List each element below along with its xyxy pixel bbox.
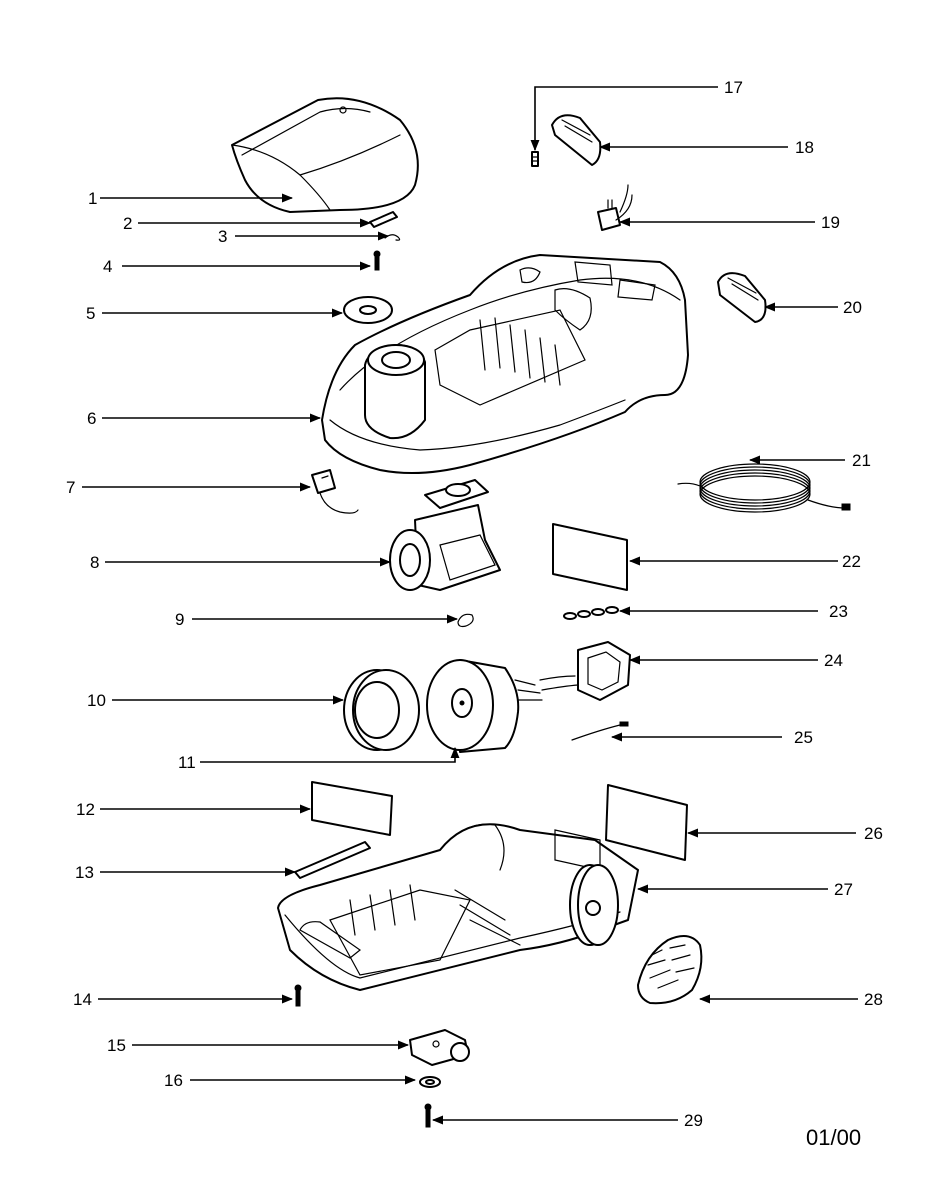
callout-11: 11 (178, 753, 196, 772)
part-29-screw (424, 1103, 432, 1128)
leader-17 (530, 86, 718, 152)
callout-21: 21 (852, 451, 871, 470)
part-23-rings (563, 606, 619, 620)
callout-3: 3 (218, 227, 227, 246)
part-20-button (717, 272, 767, 323)
callout-23: 23 (829, 602, 848, 621)
part-18-button (551, 114, 602, 166)
callout-27: 27 (834, 880, 853, 899)
part-24-seal (577, 641, 631, 701)
callout-17: 17 (724, 78, 743, 97)
part-22-filter-pad (552, 523, 628, 591)
part-15-caster (409, 1029, 470, 1066)
callout-25: 25 (794, 728, 813, 747)
part-28-wheel-cover (637, 935, 703, 1005)
callout-28: 28 (864, 990, 883, 1009)
part-4-screw (373, 250, 381, 271)
part-6-main-housing (321, 254, 689, 475)
callout-4: 4 (103, 257, 112, 276)
callout-19: 19 (821, 213, 840, 232)
callout-labels: 1 2 3 4 5 6 7 8 9 10 11 12 13 14 15 16 1… (66, 78, 883, 1130)
callout-14: 14 (73, 990, 92, 1009)
part-13-strip (294, 841, 371, 879)
part-11-motor (426, 659, 579, 753)
callout-29: 29 (684, 1111, 703, 1130)
callout-1: 1 (88, 189, 97, 208)
leader-11 (200, 746, 460, 763)
callout-24: 24 (824, 651, 843, 670)
callout-2: 2 (123, 214, 132, 233)
date-code: 01/00 (806, 1125, 861, 1150)
part-16-washer (419, 1076, 441, 1088)
callout-15: 15 (107, 1036, 126, 1055)
part-27-base (277, 823, 639, 991)
part-21-power-cord (677, 463, 851, 513)
part-14-screw (294, 984, 302, 1007)
callout-16: 16 (164, 1071, 183, 1090)
callout-9: 9 (175, 610, 184, 629)
callout-5: 5 (86, 304, 95, 323)
callout-18: 18 (795, 138, 814, 157)
callout-12: 12 (76, 800, 95, 819)
callout-6: 6 (87, 409, 96, 428)
part-26-filter (605, 784, 688, 861)
part-5-gasket (343, 296, 393, 324)
part-12-filter (311, 781, 393, 836)
callout-26: 26 (864, 824, 883, 843)
part-2-latch (369, 211, 398, 228)
callout-22: 22 (842, 552, 861, 571)
part-19-switch (597, 184, 633, 231)
part-17-pin (531, 151, 539, 167)
part-25-wire (571, 721, 629, 741)
leader-lines (82, 86, 858, 1125)
part-9-ring (457, 613, 474, 628)
part-10-motor-gasket (343, 669, 420, 751)
part-8-motor-duct (389, 479, 501, 591)
callout-8: 8 (90, 553, 99, 572)
callout-20: 20 (843, 298, 862, 317)
part-1-top-cover (231, 97, 419, 213)
callout-10: 10 (87, 691, 106, 710)
part-7-connector (311, 469, 359, 514)
callout-13: 13 (75, 863, 94, 882)
callout-7: 7 (66, 478, 75, 497)
